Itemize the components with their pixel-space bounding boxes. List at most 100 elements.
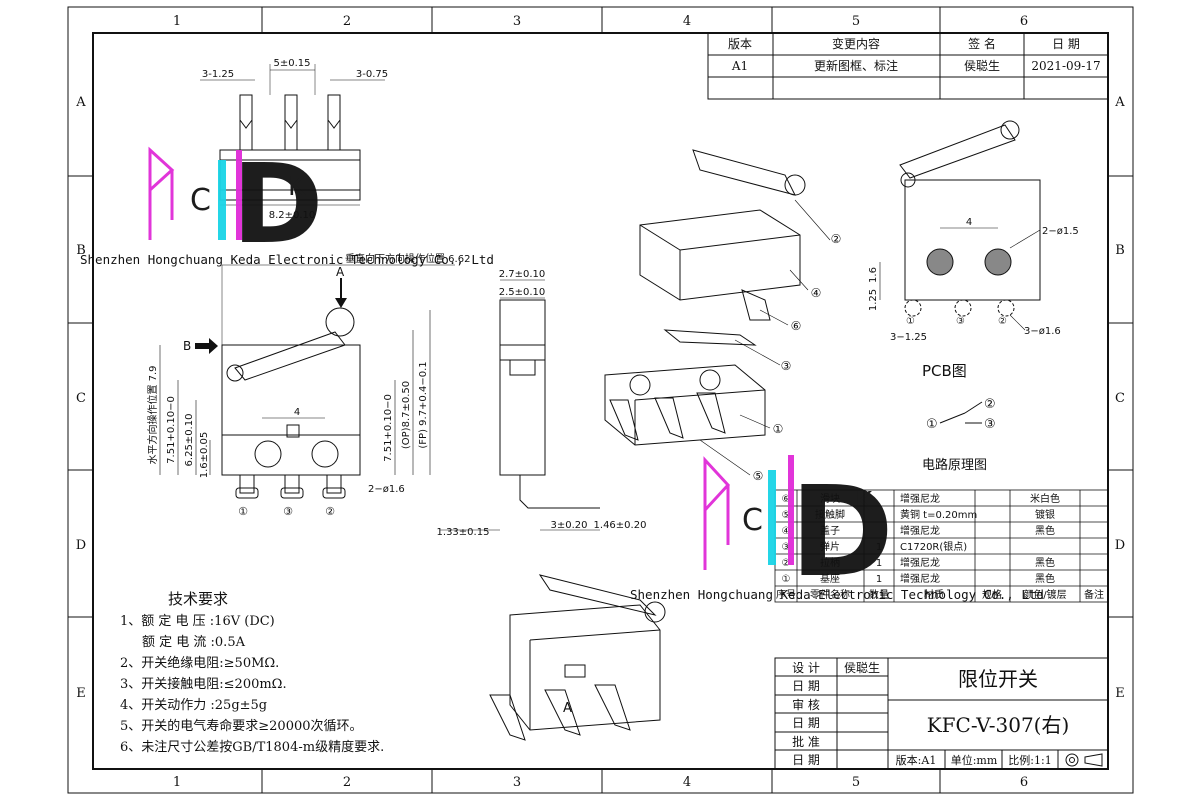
circuit-diagram: ① ② ③ 电路原理图	[922, 397, 996, 473]
requirement-item: 3、开关接触电阻:≤200mΩ.	[120, 676, 287, 692]
circuit-title: 电路原理图	[922, 457, 987, 473]
bom-header-cell: 材质	[924, 588, 944, 601]
bom-cell: ①	[782, 574, 791, 585]
requirement-item: 1、额 定 电 压 :16V (DC)	[120, 614, 275, 629]
bom-header: 序号 零件名称 数量 材质 规格 颜色/镀层 备注	[776, 588, 1104, 601]
tb-label: 日 期	[792, 753, 820, 767]
pin-label: ①	[238, 505, 248, 518]
bom-cell: 弹片	[820, 540, 840, 553]
top-view-dims: 3-1.25 5±0.15 3-0.75 8.2±0.10	[202, 58, 388, 221]
bom-header-cell: 序号	[776, 588, 796, 601]
perspective-view: A	[489, 574, 666, 741]
bom-cell: 黑色	[1035, 556, 1055, 569]
dim-text: 1.6	[868, 267, 879, 283]
svg-text:A: A	[563, 701, 572, 716]
bom-cell: 黑色	[1035, 524, 1055, 537]
logo-letter: D	[790, 460, 894, 605]
tb-unit: 单位:mm	[951, 753, 998, 767]
col-label: 5	[852, 14, 860, 29]
row-label: B	[1115, 243, 1125, 258]
bom-cell: ⑥	[782, 494, 791, 505]
bom-row: ④ 盖子 增强尼龙 黑色	[782, 524, 1055, 537]
model-number: KFC-V-307(右)	[927, 713, 1070, 737]
circuit-node: ①	[926, 417, 938, 432]
col-label: 1	[173, 14, 181, 29]
dim-text: 1.33±0.15	[437, 527, 490, 538]
bom-row: ③ 弹片 1 C1720R(银点)	[782, 540, 968, 553]
bom-row: ⑥ 滑块 增强尼龙 米白色	[782, 492, 1060, 505]
bom-cell: 镀银	[1035, 508, 1055, 521]
bom-row: ⑤ 接触脚 黄铜 t=0.20mm 镀银	[782, 508, 1055, 521]
tb-label: 日 期	[792, 716, 820, 730]
frame-column-labels: 1 2 3 4 5 6 1 2 3 4 5 6	[173, 14, 1028, 790]
arrow-a-label: A	[336, 265, 345, 279]
bom-cell: 1	[876, 574, 882, 585]
col-label: 6	[1020, 14, 1028, 29]
dim-text: 8.2±0.10	[269, 210, 316, 221]
tb-label: 审 核	[792, 697, 820, 712]
col-label: 5	[852, 775, 860, 790]
bom-cell: 接触脚	[815, 508, 845, 521]
pcb-labels: 4 2−ø1.5 1.6 1.25 3−1.25 3−ø1.6 ① ③ ② PC…	[868, 217, 1079, 380]
bom-cell: 拉柄	[820, 556, 840, 569]
bom-cell: 基座	[820, 572, 840, 585]
bom-header-cell: 颜色/镀层	[1023, 588, 1066, 601]
bom-row: ① 基座 1 增强尼龙 黑色	[782, 572, 1055, 585]
tb-label: 日 期	[792, 679, 820, 693]
pin-label: ①	[906, 316, 915, 327]
bom-cell: 滑块	[820, 493, 840, 505]
row-label: E	[76, 686, 86, 701]
bom-row: ② 拉柄 1 增强尼龙 黑色	[782, 556, 1055, 569]
pin-label: ③	[283, 505, 293, 518]
bom-header-cell: 备注	[1084, 588, 1104, 601]
dim-text: 3-1.25	[202, 69, 234, 80]
dim-text: 5±0.15	[273, 58, 310, 69]
bom-cell: 1	[876, 542, 882, 553]
circuit-node: ②	[984, 397, 996, 412]
rev-header: 签 名	[968, 36, 996, 51]
callout-label: ⑤	[753, 469, 764, 483]
pin-label: ②	[998, 316, 1007, 327]
dim-text: 水平方向操作位置 7.9	[146, 365, 159, 464]
rev-header: 变更内容	[832, 36, 880, 51]
arrow-a-icon	[335, 298, 347, 308]
requirement-item: 4、开关动作力 :25g±5g	[120, 698, 267, 713]
dim-text: 6.25±0.10	[184, 414, 195, 467]
logo-letter: C	[190, 183, 211, 218]
requirement-item: 2、开关绝缘电阻:≥50MΩ.	[120, 655, 279, 671]
front-view	[159, 264, 455, 499]
col-label: 3	[513, 775, 521, 790]
bom-cell: 黄铜 t=0.20mm	[900, 508, 977, 521]
bom-header-cell: 零件名称	[810, 588, 850, 601]
bom-header-cell: 数量	[869, 588, 889, 601]
logo-letter: C	[742, 503, 763, 538]
callout-label: ④	[811, 286, 822, 300]
bom-cell: ④	[782, 526, 791, 537]
col-label: 2	[343, 14, 351, 29]
title-block: 设 计 日 期 审 核 日 期 批 准 日 期 侯聪生 限位开关 KFC-V-3…	[774, 657, 1109, 770]
dim-text: 7.51+0.10−0	[383, 394, 394, 462]
arrow-b-icon	[209, 338, 218, 354]
front-view-arrows	[195, 278, 347, 354]
front-view-labels: A B 垂直向下方向操作位置 6.62 4 2−ø1.6 水平方向操作位置 7.…	[146, 252, 470, 518]
tb-version: 版本:A1	[896, 753, 937, 767]
bom-cell: 1	[876, 558, 882, 569]
callout-label: ①	[773, 422, 784, 436]
requirements-title: 技术要求	[168, 590, 228, 608]
bom-table: ⑥ 滑块 增强尼龙 米白色 ⑤ 接触脚 黄铜 t=0.20mm 镀银 ④ 盖子 …	[774, 489, 1109, 603]
bom-cell: C1720R(银点)	[900, 540, 967, 553]
dim-text: 3±0.20	[550, 520, 587, 531]
dim-text: 2.5±0.10	[499, 287, 546, 298]
bom-cell: 增强尼龙	[900, 572, 940, 585]
tb-label: 设 计	[792, 661, 820, 675]
rev-date: 2021-09-17	[1031, 59, 1100, 73]
rev-header: 版本	[728, 37, 752, 51]
dim-text: 垂直向下方向操作位置 6.62	[345, 252, 470, 265]
dim-text: 3−1.25	[890, 332, 927, 343]
technical-requirements: 技术要求 1、额 定 电 压 :16V (DC) 额 定 电 流 :0.5A 2…	[120, 590, 384, 755]
dim-text: 3-0.75	[356, 69, 388, 80]
bom-cell: ⑤	[782, 510, 791, 521]
col-label: 1	[173, 775, 181, 790]
col-label: 4	[683, 14, 691, 29]
